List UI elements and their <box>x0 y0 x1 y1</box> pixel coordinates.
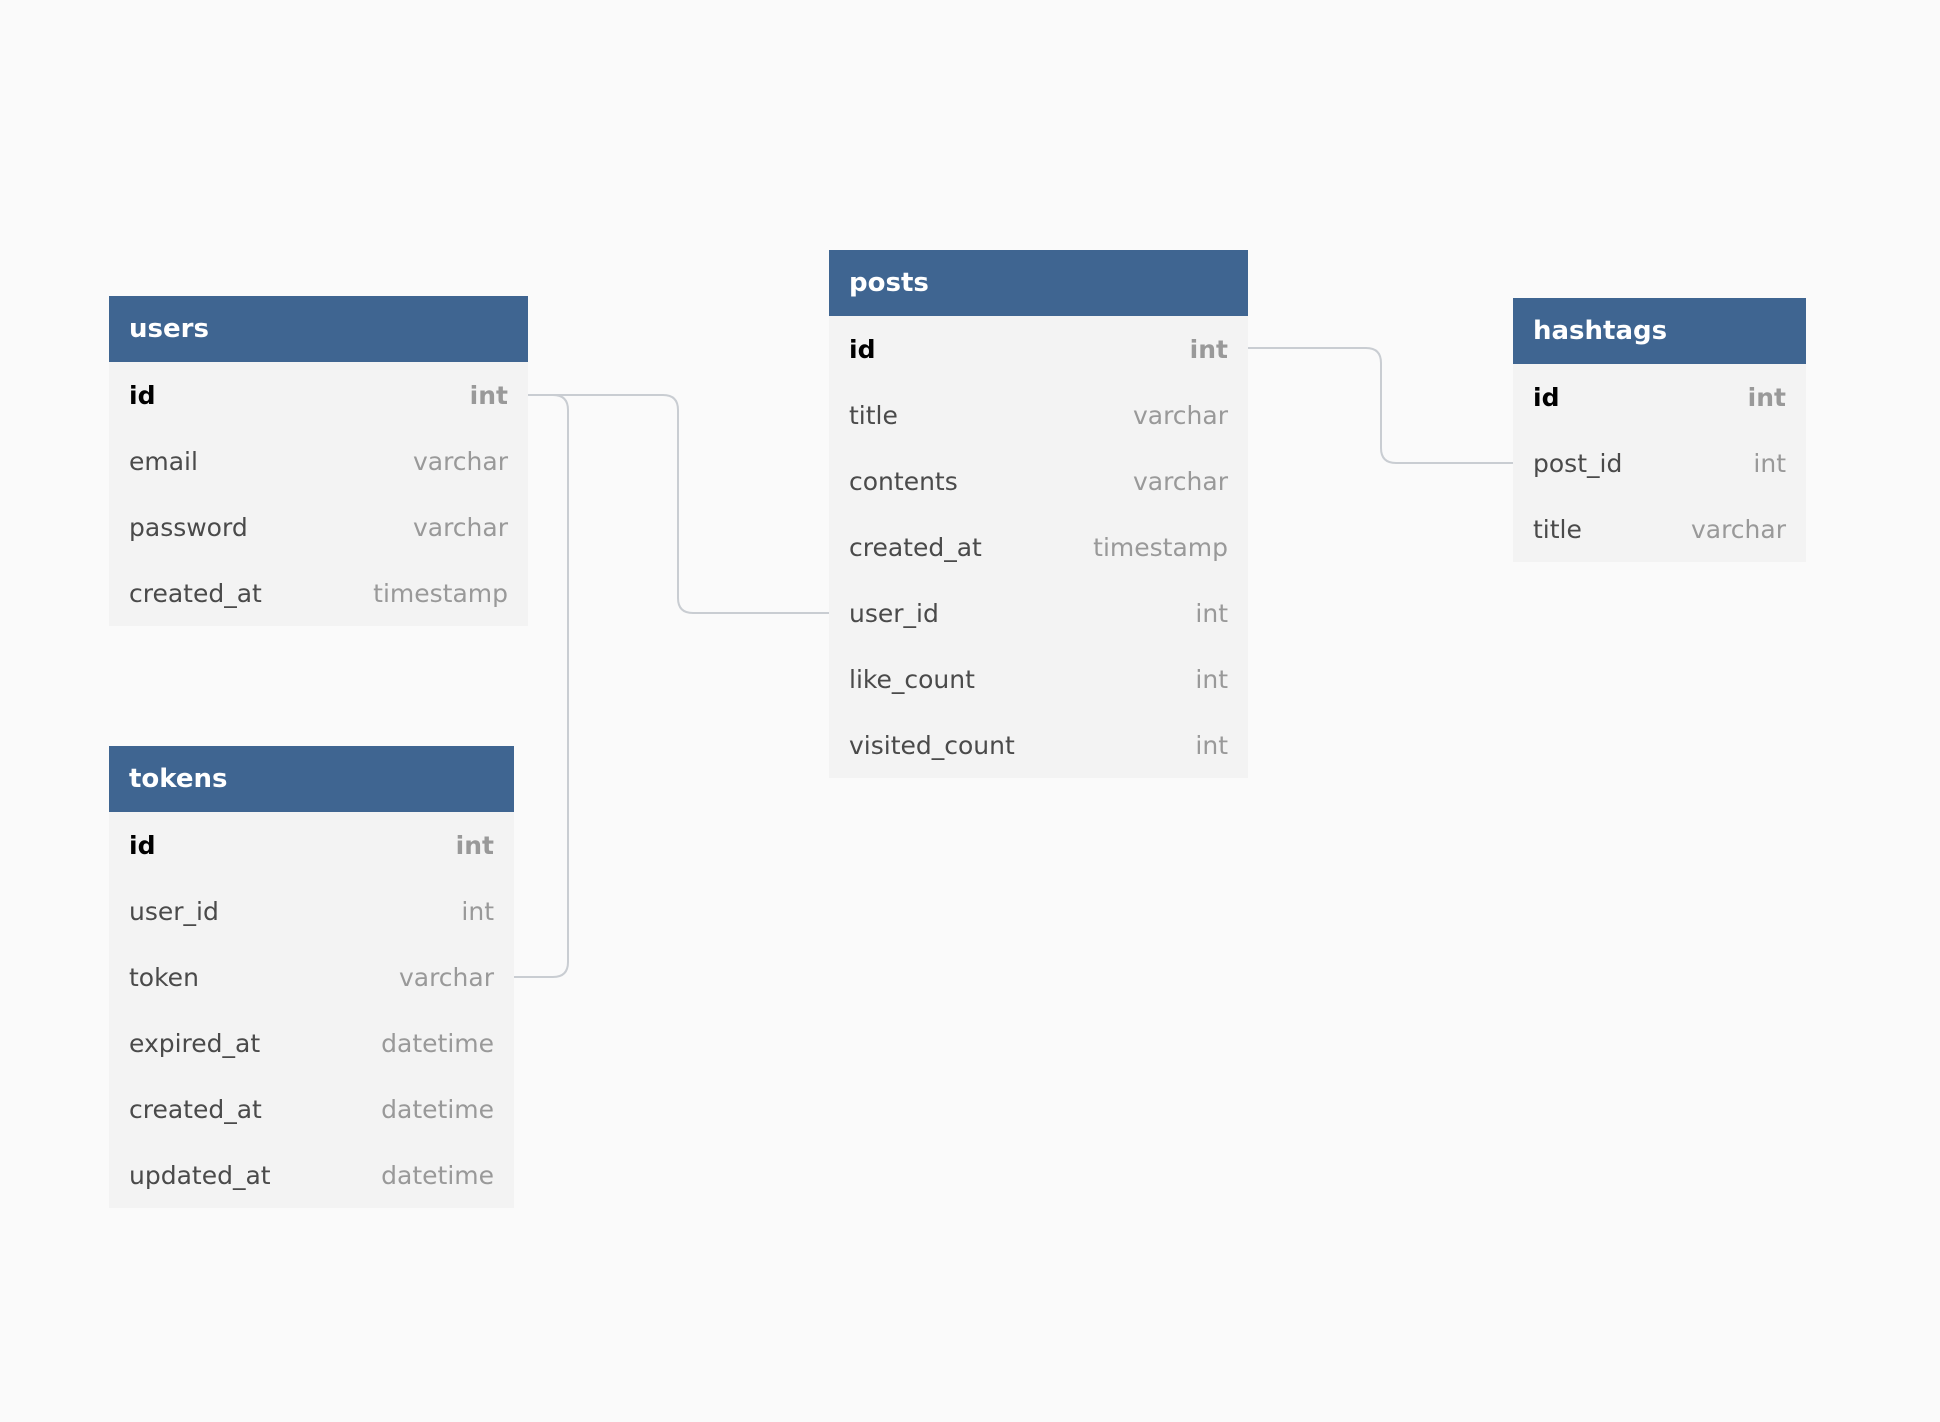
column-type: int <box>1747 382 1786 412</box>
column-name: id <box>129 380 156 410</box>
column-row[interactable]: password varchar <box>109 494 528 560</box>
column-name: title <box>1533 514 1582 544</box>
column-name: id <box>129 830 156 860</box>
column-type: int <box>455 830 494 860</box>
table-users-header[interactable]: users <box>109 296 528 362</box>
column-row[interactable]: expired_at datetime <box>109 1010 514 1076</box>
column-type: int <box>1753 448 1786 478</box>
relation-posts-hashtags <box>1248 347 1513 464</box>
column-row[interactable]: email varchar <box>109 428 528 494</box>
column-row[interactable]: contents varchar <box>829 448 1248 514</box>
table-posts-header[interactable]: posts <box>829 250 1248 316</box>
column-row[interactable]: user_id int <box>829 580 1248 646</box>
column-row[interactable]: post_id int <box>1513 430 1806 496</box>
column-type: varchar <box>412 446 508 476</box>
column-name: password <box>129 512 248 542</box>
column-row[interactable]: id int <box>109 812 514 878</box>
column-name: created_at <box>129 578 262 608</box>
column-row[interactable]: user_id int <box>109 878 514 944</box>
column-name: like_count <box>849 664 975 694</box>
column-row[interactable]: created_at timestamp <box>109 560 528 626</box>
column-row[interactable]: visited_count int <box>829 712 1248 778</box>
column-name: email <box>129 446 198 476</box>
column-name: created_at <box>129 1094 262 1124</box>
column-name: created_at <box>849 532 982 562</box>
table-posts[interactable]: posts id int title varchar contents varc… <box>829 250 1248 778</box>
column-row[interactable]: title varchar <box>829 382 1248 448</box>
column-row[interactable]: title varchar <box>1513 496 1806 562</box>
column-row[interactable]: like_count int <box>829 646 1248 712</box>
table-hashtags-header[interactable]: hashtags <box>1513 298 1806 364</box>
column-type: int <box>1189 334 1228 364</box>
column-type: varchar <box>412 512 508 542</box>
column-name: visited_count <box>849 730 1015 760</box>
column-name: post_id <box>1533 448 1623 478</box>
column-name: title <box>849 400 898 430</box>
column-type: varchar <box>398 962 494 992</box>
column-row[interactable]: created_at datetime <box>109 1076 514 1142</box>
column-name: user_id <box>129 896 219 926</box>
table-tokens-header[interactable]: tokens <box>109 746 514 812</box>
column-row[interactable]: id int <box>109 362 528 428</box>
column-type: int <box>461 896 494 926</box>
column-type: timestamp <box>373 578 508 608</box>
column-type: int <box>1195 730 1228 760</box>
column-type: varchar <box>1132 466 1228 496</box>
column-row[interactable]: token varchar <box>109 944 514 1010</box>
column-type: datetime <box>381 1094 494 1124</box>
table-users[interactable]: users id int email varchar password varc… <box>109 296 528 626</box>
column-type: varchar <box>1132 400 1228 430</box>
column-row[interactable]: id int <box>1513 364 1806 430</box>
column-type: int <box>1195 598 1228 628</box>
column-name: updated_at <box>129 1160 271 1190</box>
column-type: timestamp <box>1093 532 1228 562</box>
column-name: user_id <box>849 598 939 628</box>
column-type: datetime <box>381 1028 494 1058</box>
table-tokens[interactable]: tokens id int user_id int token varchar … <box>109 746 514 1208</box>
column-name: id <box>849 334 876 364</box>
relation-users-posts <box>528 394 829 614</box>
column-row[interactable]: updated_at datetime <box>109 1142 514 1208</box>
column-type: varchar <box>1690 514 1786 544</box>
column-name: token <box>129 962 199 992</box>
column-type: datetime <box>381 1160 494 1190</box>
column-name: contents <box>849 466 958 496</box>
column-type: int <box>469 380 508 410</box>
table-hashtags[interactable]: hashtags id int post_id int title varcha… <box>1513 298 1806 562</box>
column-name: id <box>1533 382 1560 412</box>
column-type: int <box>1195 664 1228 694</box>
column-row[interactable]: created_at timestamp <box>829 514 1248 580</box>
column-row[interactable]: id int <box>829 316 1248 382</box>
column-name: expired_at <box>129 1028 261 1058</box>
